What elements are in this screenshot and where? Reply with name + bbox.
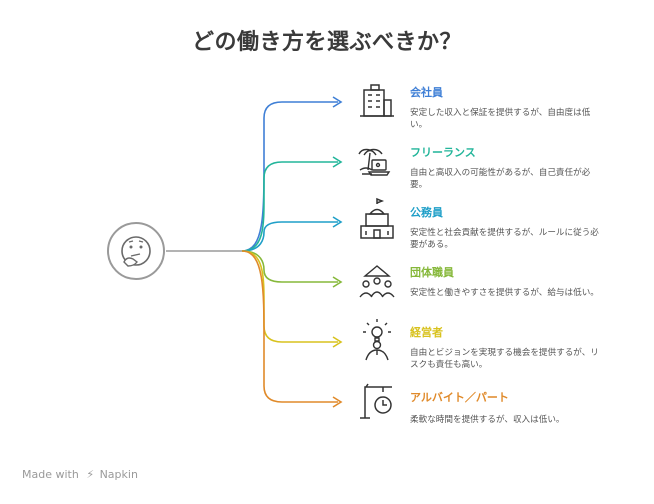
- option-desc-koumuin: 安定性と社会貢献を提供するが、ルールに従う必要がある。: [410, 228, 599, 250]
- option-label-kaishain: 会社員: [410, 86, 443, 99]
- branch-freelance: [241, 156, 343, 252]
- branch-kaishain: [241, 96, 343, 252]
- lightbulb-person-icon: [363, 319, 391, 361]
- option-label-freelance: フリーランス: [410, 146, 476, 159]
- option-label-part: アルバイト／パート: [410, 391, 509, 404]
- option-label-keieisha: 経営者: [410, 326, 443, 339]
- thinking-face-icon: [107, 222, 165, 280]
- footer-prefix: Made with: [22, 468, 79, 481]
- page-title: どの働き方を選ぶべきか？: [191, 30, 462, 55]
- napkin-logo-icon: ⚡: [86, 468, 95, 481]
- branch-koumuin: [241, 216, 343, 252]
- option-desc-kaishain: 安定した収入と保証を提供するが、自由度は低い。: [410, 108, 591, 130]
- footer-brand: Napkin: [99, 468, 138, 481]
- option-desc-part: 柔軟な時間を提供するが、収入は低い。: [410, 415, 565, 425]
- team-group-icon: [359, 265, 395, 298]
- branch-part: [241, 250, 343, 408]
- option-desc-dantai: 安定性と働きやすさを提供するが、給与は低い。: [410, 288, 599, 298]
- option-label-dantai: 団体職員: [410, 266, 454, 279]
- option-label-koumuin: 公務員: [410, 206, 443, 219]
- beach-laptop-icon: [358, 148, 391, 176]
- option-desc-freelance: 自由と高収入の可能性があるが、自己責任が必要。: [410, 168, 591, 190]
- option-desc-keieisha: 自由とビジョンを実現する機会を提供するが、リスクも責任も高い。: [410, 348, 599, 370]
- government-building-icon: [360, 197, 394, 239]
- branch-dantai: [241, 250, 343, 288]
- branch-keieisha: [241, 250, 343, 348]
- office-building-icon: [360, 84, 394, 117]
- footer-credit: Made with ⚡ Napkin: [22, 468, 138, 481]
- clock-sign-icon: [360, 383, 392, 419]
